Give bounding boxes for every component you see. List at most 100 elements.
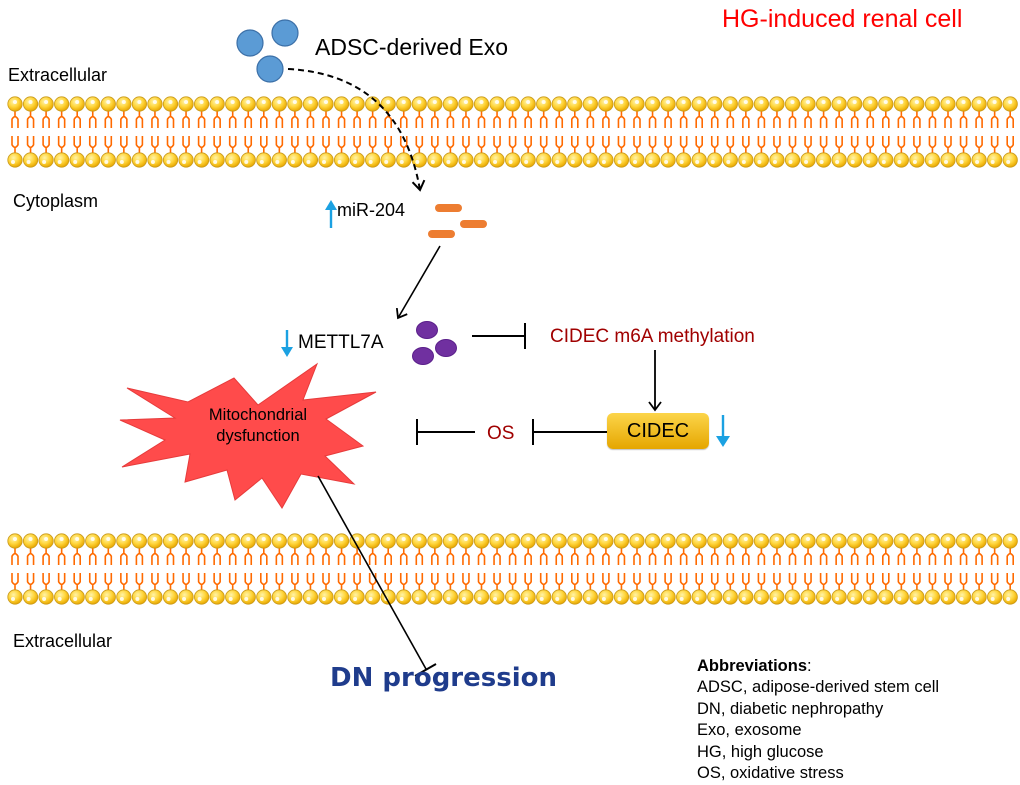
lipid-highlight — [215, 100, 220, 104]
lipid-tail — [648, 111, 657, 153]
lipid-head — [271, 152, 287, 168]
lipid-tail — [1006, 111, 1014, 153]
lipid-head — [598, 589, 614, 605]
up-arrow-icon — [325, 200, 337, 228]
lipid-highlight — [897, 597, 902, 601]
lipid-head — [1002, 152, 1018, 168]
lipid-tail — [57, 111, 66, 153]
lipid-highlight — [617, 160, 622, 164]
lipid-tail — [819, 111, 828, 153]
lipid-highlight — [648, 160, 653, 164]
lipid-head — [815, 589, 832, 605]
lipid-highlight — [557, 537, 562, 541]
lipid-head — [178, 589, 194, 605]
lipid-highlight — [852, 100, 857, 104]
lipid-tail — [897, 111, 906, 153]
lipid-highlight — [681, 537, 686, 541]
lipid-head — [38, 152, 54, 168]
lipid-head — [271, 589, 287, 605]
lipid-highlight — [322, 160, 326, 164]
lipid-tail — [882, 548, 890, 590]
lipid-head — [847, 589, 863, 605]
lipid-highlight — [728, 100, 733, 104]
lipid-highlight — [384, 160, 389, 164]
cidec-label: CIDEC — [626, 419, 690, 442]
lipid-highlight — [586, 597, 591, 601]
lipid-head — [909, 152, 925, 168]
lipid-head — [131, 152, 147, 168]
lipid-head — [256, 152, 272, 168]
lipid-tail — [104, 548, 113, 590]
lipid-tail — [337, 548, 346, 590]
mirna-strand — [460, 220, 487, 228]
lipid-tail — [508, 111, 517, 153]
lipid-highlight — [992, 537, 997, 541]
lipid-tail — [120, 111, 128, 153]
lipid-head — [644, 152, 661, 168]
lipid-highlight — [619, 537, 624, 541]
lipid-highlight — [572, 537, 577, 541]
arrow-mir204-to-mettl7a — [395, 245, 441, 320]
lipid-tail — [493, 548, 501, 590]
lipid-highlight — [944, 597, 948, 601]
lipid-head — [924, 589, 941, 605]
lipid-head — [54, 589, 70, 605]
lipid-tail — [695, 548, 703, 590]
lipid-highlight — [121, 100, 126, 104]
lipid-tail — [882, 111, 890, 153]
protein-molecule — [412, 347, 434, 365]
lipid-head — [660, 152, 676, 168]
lipid-highlight — [666, 537, 671, 541]
lipid-tail — [602, 548, 610, 590]
lipid-tail — [42, 548, 50, 590]
lipid-highlight — [184, 100, 189, 104]
lipid-highlight — [821, 100, 826, 104]
lipid-head — [691, 589, 707, 605]
lipid-highlight — [386, 100, 391, 104]
lipid-tail — [804, 111, 812, 153]
lipid-highlight — [757, 597, 762, 601]
mir204-label: miR-204 — [337, 200, 406, 220]
lipid-head — [302, 152, 319, 168]
lipid-tail — [742, 548, 750, 590]
lipid-highlight — [446, 597, 451, 601]
lipid-highlight — [57, 160, 62, 164]
lipid-highlight — [355, 537, 360, 541]
lipid-head — [411, 589, 427, 605]
abbreviation-item: OS, oxidative stress — [697, 764, 844, 783]
lipid-highlight — [277, 537, 282, 541]
lipid-tail — [166, 111, 175, 153]
lipid-highlight — [946, 537, 950, 541]
lipid-highlight — [790, 537, 795, 541]
lipid-tail — [586, 548, 595, 590]
lipid-tail — [151, 111, 159, 153]
lipid-tail — [928, 111, 937, 153]
lipid-tail — [151, 548, 159, 590]
lipid-tail — [399, 548, 408, 590]
lipid-head — [85, 589, 101, 605]
lipid-tail — [571, 111, 579, 153]
lipid-highlight — [868, 537, 873, 541]
lipid-highlight — [946, 100, 950, 104]
lipid-tail — [524, 548, 532, 590]
lipid-tail — [446, 548, 455, 590]
lipid-highlight — [866, 160, 871, 164]
region-label-cytoplasm: Cytoplasm — [13, 191, 99, 211]
lipid-highlight — [415, 160, 420, 164]
lipid-highlight — [603, 537, 608, 541]
lipid-tail — [291, 548, 299, 590]
lipid-highlight — [961, 100, 966, 104]
lipid-highlight — [90, 100, 95, 104]
lipid-tail — [431, 548, 439, 590]
lipid-highlight — [259, 597, 264, 601]
lipid-highlight — [246, 537, 251, 541]
lipid-highlight — [137, 537, 142, 541]
lipid-highlight — [806, 537, 811, 541]
lipid-highlight — [432, 537, 437, 541]
lipid-highlight — [306, 160, 311, 164]
lipid-highlight — [835, 597, 840, 601]
lipid-highlight — [541, 100, 546, 104]
lipid-highlight — [759, 537, 764, 541]
lipid-highlight — [88, 160, 93, 164]
lipid-highlight — [11, 160, 15, 164]
